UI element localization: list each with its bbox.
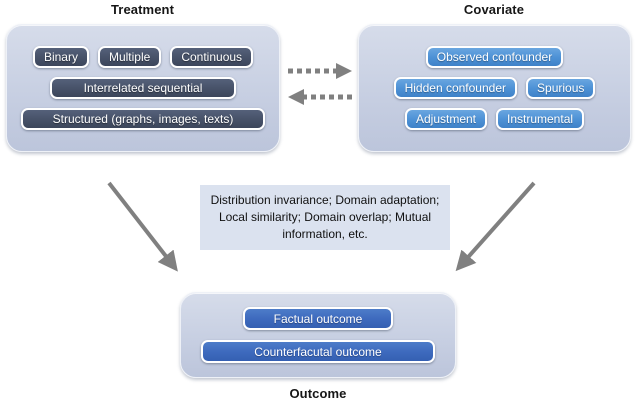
chip-binary[interactable]: Binary: [32, 46, 89, 68]
outcome-panel: Factual outcome Counterfacutal outcome: [180, 292, 456, 378]
outcome-row-2: Counterfacutal outcome: [190, 340, 446, 363]
chip-observed-confounder[interactable]: Observed confounder: [425, 46, 564, 68]
arrow-covariate-to-outcome: [455, 181, 536, 272]
treatment-row-2: Interrelated sequential: [16, 77, 270, 99]
covariate-title: Covariate: [463, 2, 525, 17]
chip-counterfactual-outcome[interactable]: Counterfacutal outcome: [201, 340, 435, 363]
treatment-panel-inner: Binary Multiple Continuous Interrelated …: [7, 25, 279, 151]
treatment-row-3: Structured (graphs, images, texts): [16, 108, 270, 130]
outcome-title: Outcome: [289, 386, 347, 401]
outcome-row-1: Factual outcome: [190, 307, 446, 330]
treatment-panel: Binary Multiple Continuous Interrelated …: [6, 24, 280, 152]
chip-interrelated-sequential[interactable]: Interrelated sequential: [50, 77, 236, 99]
dashed-connectors: [288, 63, 352, 105]
chip-spurious[interactable]: Spurious: [526, 77, 596, 99]
arrow-treatment-to-covariate: [288, 63, 352, 79]
covariate-panel-inner: Observed confounder Hidden confounder Sp…: [359, 25, 630, 151]
chip-multiple[interactable]: Multiple: [97, 46, 162, 68]
chip-adjustment[interactable]: Adjustment: [404, 108, 487, 130]
assumptions-note-text: Distribution invariance; Domain adaptati…: [210, 193, 440, 241]
chip-factual-outcome[interactable]: Factual outcome: [243, 307, 393, 330]
covariate-row-2: Hidden confounder Spurious: [368, 77, 621, 99]
chip-hidden-confounder[interactable]: Hidden confounder: [393, 77, 518, 99]
covariate-row-3: Adjustment Instrumental: [368, 108, 621, 130]
outcome-panel-inner: Factual outcome Counterfacutal outcome: [181, 293, 455, 377]
assumptions-note: Distribution invariance; Domain adaptati…: [200, 185, 450, 250]
covariate-row-1: Observed confounder: [368, 46, 621, 68]
treatment-row-1: Binary Multiple Continuous: [16, 46, 270, 68]
covariate-panel: Observed confounder Hidden confounder Sp…: [358, 24, 631, 152]
treatment-title: Treatment: [110, 2, 175, 17]
chip-continuous[interactable]: Continuous: [170, 46, 254, 68]
arrow-covariate-to-treatment: [288, 89, 352, 105]
chip-structured[interactable]: Structured (graphs, images, texts): [21, 108, 265, 130]
arrow-treatment-to-outcome: [107, 181, 178, 272]
chip-instrumental[interactable]: Instrumental: [496, 108, 585, 130]
